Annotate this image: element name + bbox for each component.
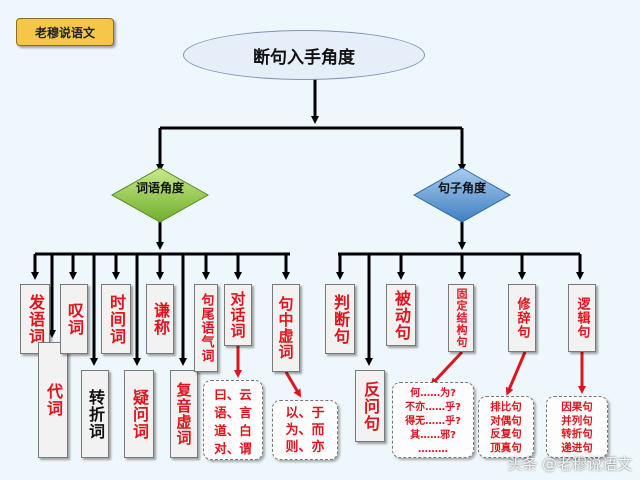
note-logic-sentences: 因果句 并列句 转折句 递进句 bbox=[546, 396, 608, 458]
item-interrogative-word: 疑问词 bbox=[124, 370, 154, 458]
note-fixed-structures: 何……为? 不亦……乎? 得无……乎? 其……邪? ……… bbox=[392, 382, 474, 458]
item-passive-sentence: 被动句 bbox=[386, 284, 416, 346]
item-rhetoric-sentence: 修辞句 bbox=[508, 284, 536, 352]
item-mid-sentence-particle: 句中虚词 bbox=[272, 284, 300, 372]
item-rhetorical-question: 反问句 bbox=[355, 370, 385, 442]
item-final-modal-particle: 句尾语气词 bbox=[194, 284, 218, 372]
author-badge: 老穆说语文 bbox=[16, 18, 114, 46]
right-branch-label: 句子角度 bbox=[437, 181, 486, 195]
item-logic-sentence: 逻辑句 bbox=[568, 284, 596, 352]
note-mid-particles: 以、于 为、而 则、亦 bbox=[272, 400, 338, 460]
watermark: 头条 @老穆说语文 bbox=[507, 455, 632, 473]
item-interjection: 叹词 bbox=[60, 284, 88, 354]
item-compound-particle: 复音虚词 bbox=[170, 370, 198, 458]
item-transition-word: 转折词 bbox=[81, 370, 109, 458]
item-time-word: 时间词 bbox=[101, 284, 131, 354]
item-pronoun: 代词 bbox=[38, 342, 68, 458]
item-initial-particle: 发语词 bbox=[20, 284, 50, 354]
left-branch-label: 词语角度 bbox=[135, 181, 184, 195]
diagram-title: 断句入手角度 bbox=[183, 30, 425, 80]
note-dialogue-words: 曰、云 语、言 道、白 对、谓 bbox=[203, 380, 263, 460]
item-dialogue-word: 对话词 bbox=[224, 284, 252, 346]
item-humble-title: 谦称 bbox=[146, 284, 174, 354]
right-branch-diamond bbox=[412, 167, 512, 223]
note-rhetoric-sentences: 排比句 对偶句 反复句 顶真句 bbox=[478, 396, 534, 458]
item-judgement-sentence: 判断句 bbox=[325, 284, 355, 354]
item-fixed-structure: 固定结构句 bbox=[448, 284, 474, 352]
left-branch-diamond bbox=[110, 167, 210, 223]
